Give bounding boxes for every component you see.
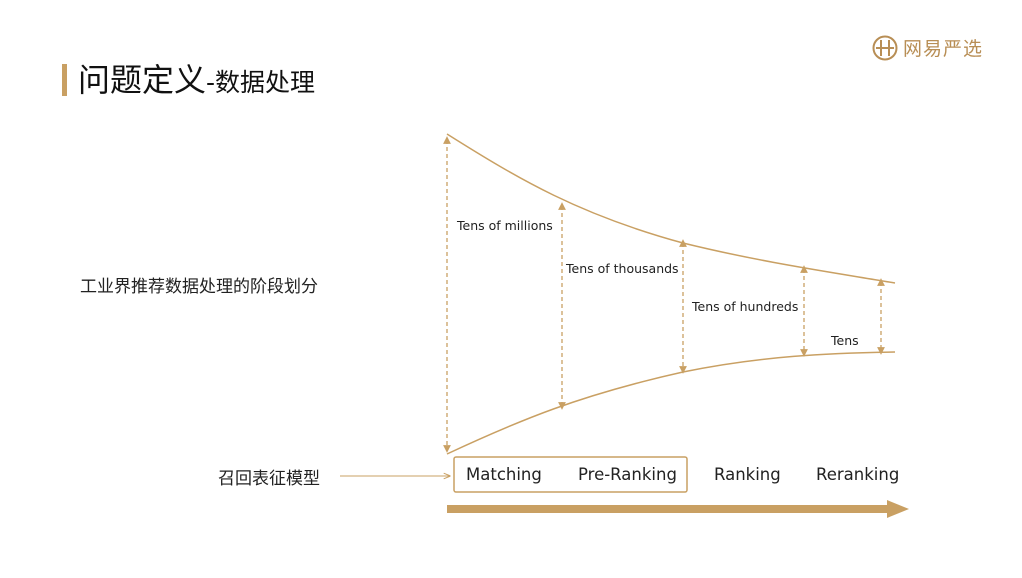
funnel-label-millions: Tens of millions bbox=[456, 218, 553, 233]
stage-reranking: Reranking bbox=[816, 465, 899, 484]
stage-pre-ranking: Pre-Ranking bbox=[578, 465, 677, 484]
recall-model-label: 召回表征模型 bbox=[218, 469, 320, 489]
funnel-label-tens: Tens bbox=[830, 333, 859, 348]
title-accent-bar bbox=[62, 64, 67, 96]
recall-stage-box bbox=[453, 456, 688, 493]
page-title: 问题定义-数据处理 bbox=[78, 58, 315, 105]
stage-ranking: Ranking bbox=[714, 465, 781, 484]
yanxuan-logo-icon bbox=[872, 35, 898, 60]
funnel-label-hundreds: Tens of hundreds bbox=[691, 299, 798, 314]
subtitle: 工业界推荐数据处理的阶段划分 bbox=[80, 277, 318, 297]
pipeline-arrow bbox=[447, 500, 909, 518]
brand-logo: 网易严选 bbox=[872, 34, 983, 61]
funnel-bottom-curve bbox=[446, 351, 896, 455]
title-main: 问题定义 bbox=[78, 61, 207, 99]
logo-text: 网易严选 bbox=[903, 38, 984, 60]
stage-matching: Matching bbox=[466, 465, 542, 484]
funnel-label-thousands: Tens of thousands bbox=[565, 261, 679, 276]
title-suffix: -数据处理 bbox=[206, 68, 316, 97]
